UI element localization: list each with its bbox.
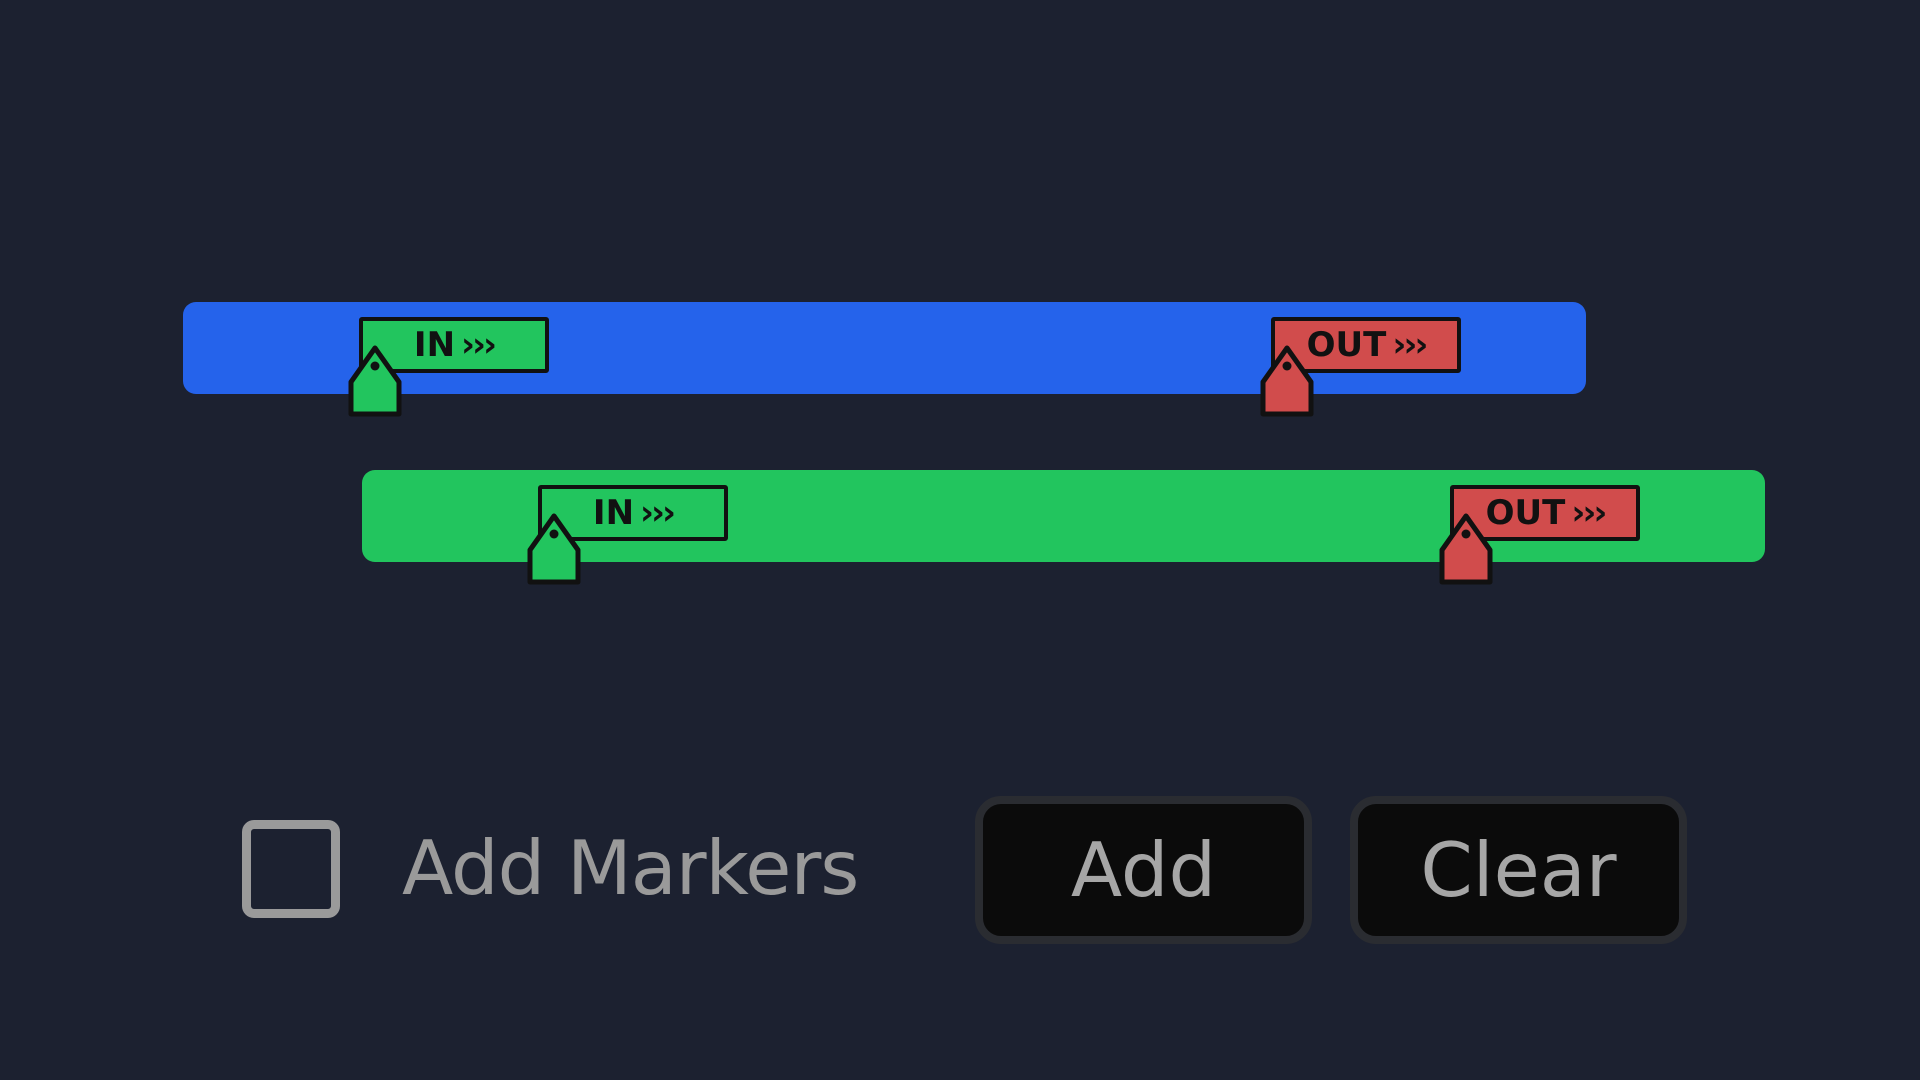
in-marker-text: IN [413,325,456,365]
clear-button[interactable]: Clear [1350,796,1687,944]
chevrons-right-icon: ››› [461,325,497,365]
chevrons-right-icon: ››› [1392,325,1428,365]
in-marker-label: IN ››› [359,317,549,373]
in-marker[interactable]: IN ››› [345,317,585,427]
add-markers-checkbox[interactable] [242,820,340,918]
add-markers-label[interactable]: Add Markers [402,824,859,912]
chevrons-right-icon: ››› [640,493,676,533]
add-button[interactable]: Add [975,796,1312,944]
in-marker[interactable]: IN ››› [524,485,764,595]
in-marker-label: IN ››› [538,485,728,541]
marker-pin-icon[interactable] [1436,512,1496,588]
marker-pin-icon[interactable] [345,344,405,420]
out-marker-label: OUT ››› [1271,317,1461,373]
marker-pin-icon[interactable] [1257,344,1317,420]
out-marker[interactable]: OUT ››› [1257,317,1497,427]
out-marker-text: OUT [1306,325,1387,365]
marker-pin-icon[interactable] [524,512,584,588]
out-marker[interactable]: OUT ››› [1436,485,1676,595]
timeline-track-green[interactable]: IN ››› OUT ››› [362,470,1765,585]
chevrons-right-icon: ››› [1571,493,1607,533]
timeline-track-blue[interactable]: IN ››› OUT ››› [183,302,1586,417]
out-marker-text: OUT [1485,493,1566,533]
out-marker-label: OUT ››› [1450,485,1640,541]
in-marker-text: IN [592,493,635,533]
controls-bar: Add Markers Add Clear [0,796,1920,946]
